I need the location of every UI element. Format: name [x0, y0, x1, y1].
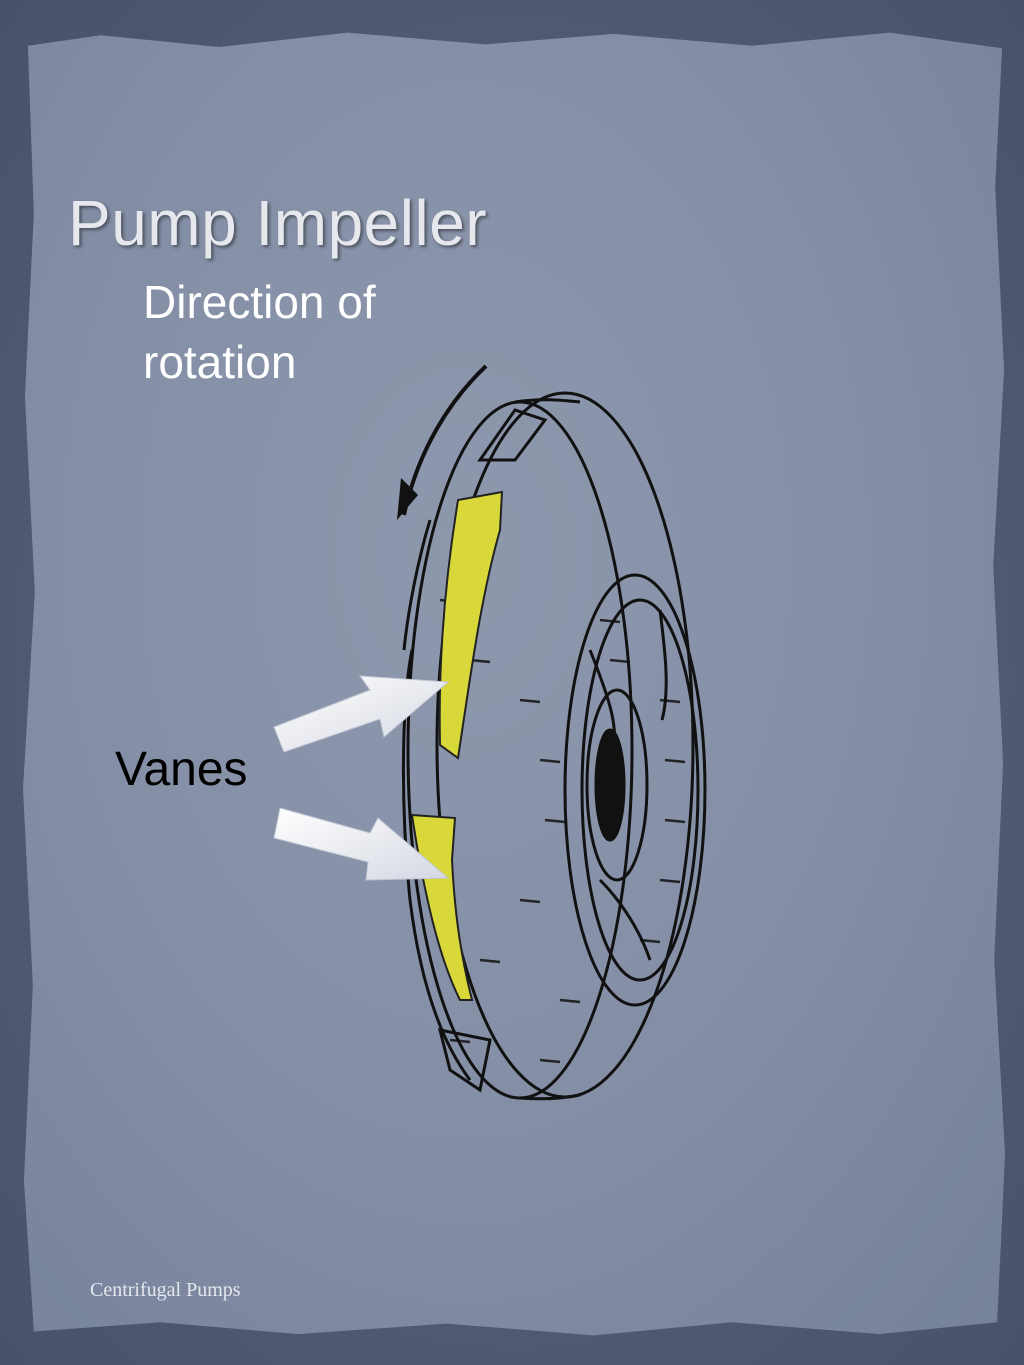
vane-highlight-upper: [438, 490, 504, 760]
rotation-arrow-icon: [397, 364, 488, 520]
vane-pointer-arrow-lower: [273, 807, 450, 881]
vane-pointer-arrow-upper: [273, 675, 450, 753]
impeller-drawing: [401, 391, 707, 1101]
vanes-label: Vanes: [115, 743, 248, 796]
rotation-direction-label: Direction of rotation: [143, 272, 376, 392]
paper-background: [22, 32, 1006, 1336]
slide-title: Pump Impeller: [68, 187, 488, 259]
slide-footer: Centrifugal Pumps: [90, 1279, 241, 1301]
rotation-label-line1: Direction of: [143, 276, 376, 328]
rotation-label-line2: rotation: [143, 336, 297, 388]
